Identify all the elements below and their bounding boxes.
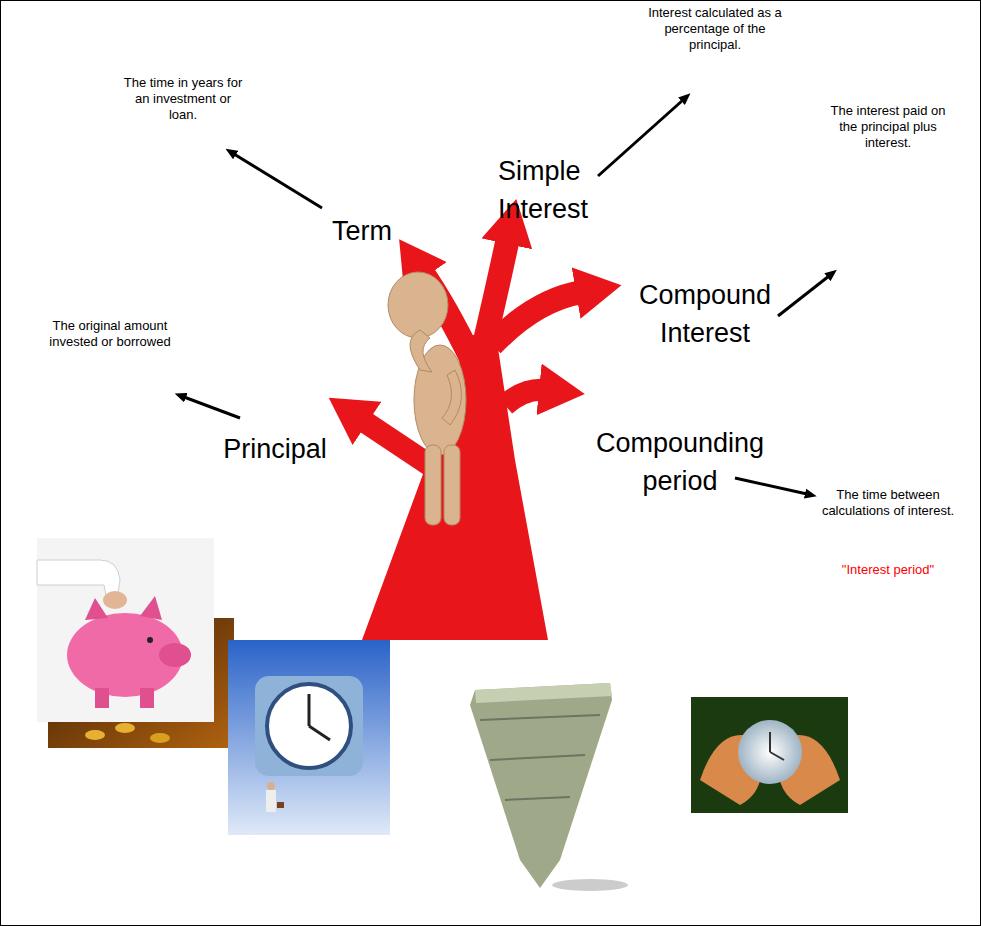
definition-text: Interest calculated as a percentage of t… — [645, 5, 785, 53]
term-label: Simple Interest — [498, 152, 628, 228]
alias-label: "Interest period" — [818, 562, 958, 578]
definition-text: The time between calculations of interes… — [818, 487, 958, 519]
hands-clock-photo — [691, 697, 848, 813]
term-label: Principal — [215, 430, 335, 468]
money-stack-photo — [470, 683, 628, 891]
clock-photo — [228, 640, 390, 835]
term-label: Term — [322, 212, 402, 250]
definition-text: The original amount invested or borrowed — [40, 318, 180, 350]
definition-text: The interest paid on the principal plus … — [828, 103, 948, 151]
definition-text: The time in years for an investment or l… — [123, 75, 243, 123]
term-label: Compound Interest — [615, 276, 795, 352]
term-label: Compounding period — [585, 424, 775, 500]
thinking-figure — [388, 272, 466, 525]
piggy-bank-photo — [37, 538, 214, 722]
road-arrows — [300, 238, 590, 640]
